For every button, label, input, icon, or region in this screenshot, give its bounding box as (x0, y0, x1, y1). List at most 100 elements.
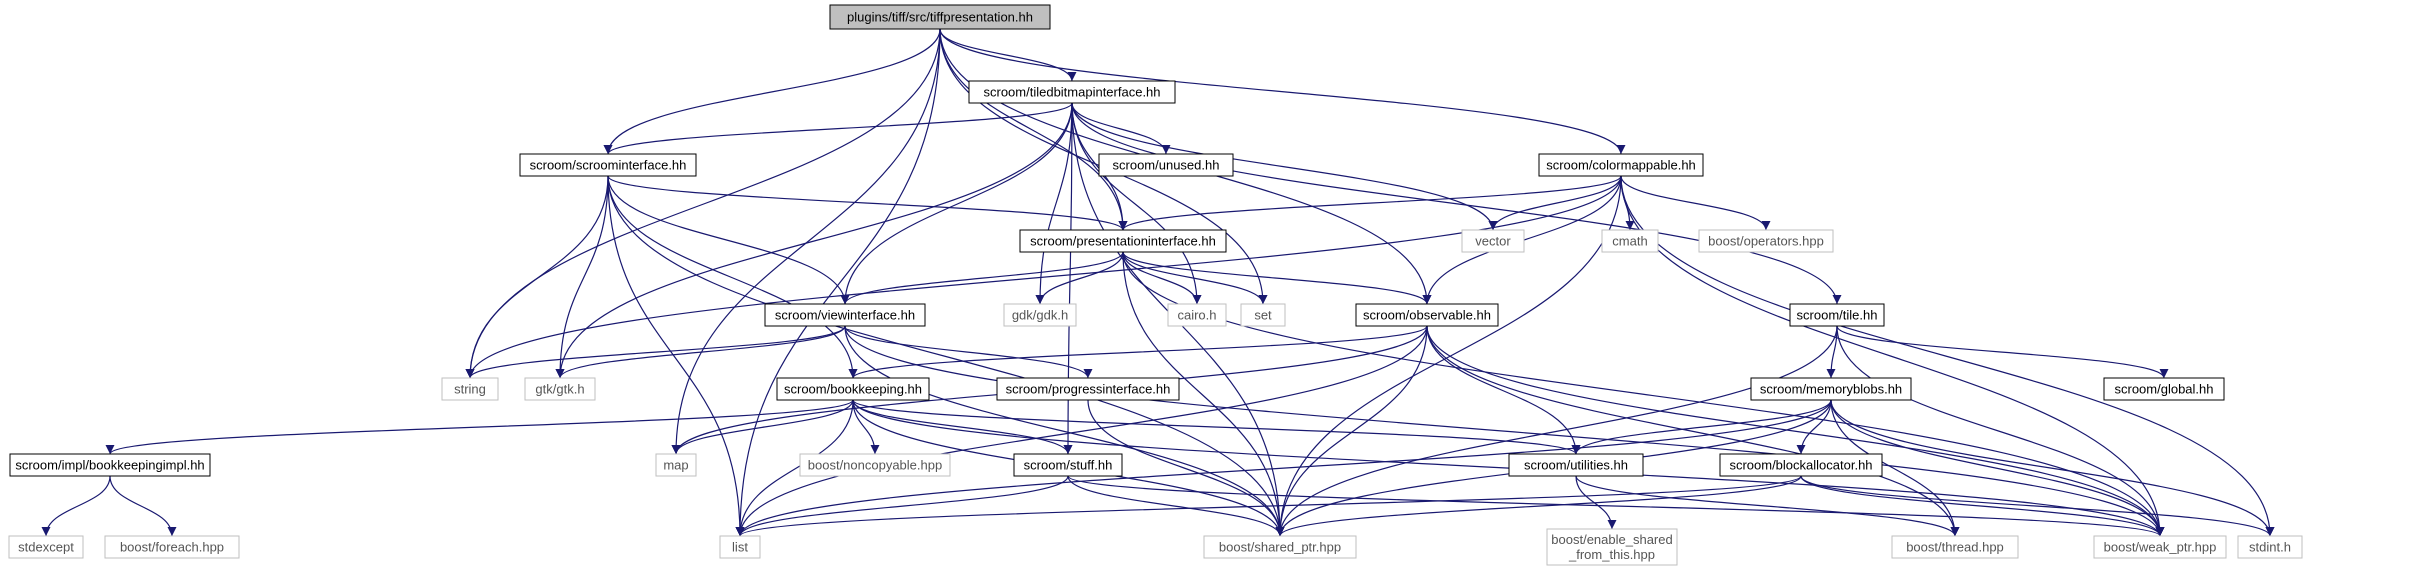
node-box-global (2103, 377, 2225, 401)
edge-scroominterface-to-string (465, 175, 609, 379)
node-progressinterface[interactable]: scroom/progressinterface.hh (996, 377, 1180, 401)
edge-stuff-to-weak_ptr (1067, 475, 2165, 537)
node-scroominterface[interactable]: scroom/scroominterface.hh (519, 153, 697, 177)
edge-colormappable-to-vector (1488, 175, 1622, 231)
node-observable[interactable]: scroom/observable.hh (1355, 303, 1499, 327)
edge-memoryblobs-to-blockallocator (1796, 399, 1832, 455)
node-string: string (441, 377, 499, 401)
node-label-bookkeeping: scroom/bookkeeping.hh (784, 382, 922, 397)
node-global[interactable]: scroom/global.hh (2103, 377, 2225, 401)
node-box-tiledbitmapinterface (968, 80, 1176, 104)
node-label-tile: scroom/tile.hh (1797, 308, 1878, 323)
node-box-gdk (1003, 303, 1077, 327)
node-box-stdint (2237, 535, 2303, 559)
node-box-noncopyable (799, 453, 951, 477)
node-label-observable: scroom/observable.hh (1363, 308, 1491, 323)
node-label-cmath: cmath (1612, 234, 1647, 249)
node-operators: boost/operators.hpp (1698, 229, 1834, 253)
node-bookkeeping[interactable]: scroom/bookkeeping.hh (776, 377, 930, 401)
node-memoryblobs[interactable]: scroom/memoryblobs.hh (1750, 377, 1912, 401)
node-tiffpresentation[interactable]: plugins/tiff/src/tiffpresentation.hh (829, 4, 1051, 30)
edge-colormappable-to-stdint (1620, 175, 2275, 537)
node-label-vector: vector (1475, 234, 1511, 249)
node-box-enable_shared (1546, 528, 1678, 566)
node-label-stuff: scroom/stuff.hh (1024, 458, 1113, 473)
node-viewinterface[interactable]: scroom/viewinterface.hh (764, 303, 926, 327)
node-box-scroominterface (519, 153, 697, 177)
node-utilities[interactable]: scroom/utilities.hh (1508, 453, 1644, 477)
node-tiledbitmapinterface[interactable]: scroom/tiledbitmapinterface.hh (968, 80, 1176, 104)
node-label-tiffpresentation: plugins/tiff/src/tiffpresentation.hh (847, 10, 1033, 25)
node-blockallocator[interactable]: scroom/blockallocator.hh (1719, 453, 1883, 477)
node-unused[interactable]: scroom/unused.hh (1098, 153, 1234, 177)
node-noncopyable: boost/noncopyable.hpp (799, 453, 951, 477)
node-label-utilities: scroom/utilities.hh (1524, 458, 1628, 473)
node-label-presentationinterface: scroom/presentationinterface.hh (1030, 234, 1216, 249)
edge-presentationinterface-to-shared_ptr (1122, 251, 1285, 537)
node-box-bookkeepingimpl (9, 453, 211, 477)
edge-bookkeeping-to-map (671, 399, 854, 455)
node-label-stdint: stdint.h (2249, 540, 2291, 555)
node-map: map (655, 453, 697, 477)
edge-tiffpresentation-to-map (671, 28, 941, 455)
node-box-gtk (524, 377, 596, 401)
node-label-gtk: gtk/gtk.h (535, 382, 584, 397)
edge-memoryblobs-to-utilities (1571, 399, 1832, 455)
node-box-thread (1891, 535, 2019, 559)
node-box-stdexcept (8, 535, 84, 559)
node-box-observable (1355, 303, 1499, 327)
edge-presentationinterface-to-gdk (1035, 251, 1124, 305)
edge-viewinterface-to-weak_ptr (844, 325, 2165, 537)
edge-viewinterface-to-gtk (555, 325, 846, 379)
node-bookkeepingimpl[interactable]: scroom/impl/bookkeepingimpl.hh (9, 453, 211, 477)
node-box-vector (1461, 229, 1525, 253)
edge-stuff-to-list (735, 475, 1069, 537)
node-label-map: map (663, 458, 688, 473)
edge-stuff-to-shared_ptr (1067, 475, 1285, 537)
edge-scroominterface-to-presentationinterface (607, 175, 1128, 231)
node-presentationinterface[interactable]: scroom/presentationinterface.hh (1019, 229, 1227, 253)
node-colormappable[interactable]: scroom/colormappable.hh (1538, 153, 1704, 177)
node-box-unused (1098, 153, 1234, 177)
edge-presentationinterface-to-viewinterface (840, 251, 1124, 305)
node-box-foreach (104, 535, 240, 559)
edge-blockallocator-to-list (735, 475, 1802, 537)
edge-tiledbitmapinterface-to-scroominterface (603, 102, 1073, 155)
node-label-stdexcept: stdexcept (18, 540, 74, 555)
edge-bookkeepingimpl-to-stdexcept (41, 475, 111, 537)
edge-tiffpresentation-to-scroominterface (603, 28, 941, 155)
node-box-set (1240, 303, 1286, 327)
edge-viewinterface-to-string (465, 325, 846, 379)
node-label-bookkeepingimpl: scroom/impl/bookkeepingimpl.hh (15, 458, 204, 473)
node-box-utilities (1508, 453, 1644, 477)
node-stuff[interactable]: scroom/stuff.hh (1013, 453, 1123, 477)
edge-bookkeeping-to-noncopyable (852, 399, 880, 455)
edge-tiledbitmapinterface-to-cairo (1071, 102, 1202, 305)
edge-bookkeeping-to-utilities (852, 399, 1581, 455)
edge-bookkeeping-to-stuff (852, 399, 1073, 455)
node-box-memoryblobs (1750, 377, 1912, 401)
node-box-tile (1789, 303, 1885, 327)
edge-tile-to-weak_ptr (1836, 325, 2165, 537)
edge-tile-to-global (1836, 325, 2169, 379)
node-box-operators (1698, 229, 1834, 253)
edge-tiffpresentation-to-presentationinterface (939, 28, 1128, 231)
node-box-tiffpresentation (829, 4, 1051, 30)
edge-observable-to-list (735, 325, 1428, 537)
node-box-stuff (1013, 453, 1123, 477)
node-label-thread: boost/thread.hpp (1906, 540, 2004, 555)
edge-scroominterface-to-bookkeeping (607, 175, 858, 379)
node-label-progressinterface: scroom/progressinterface.hh (1006, 382, 1171, 397)
node-label-list: list (732, 540, 748, 555)
edge-viewinterface-to-progressinterface (844, 325, 1093, 379)
edge-memoryblobs-to-stdint (1830, 399, 2275, 537)
node-vector: vector (1461, 229, 1525, 253)
node-label-tiledbitmapinterface: scroom/tiledbitmapinterface.hh (983, 85, 1160, 100)
node-label-foreach: boost/foreach.hpp (120, 540, 224, 555)
node-set: set (1240, 303, 1286, 327)
node-tile[interactable]: scroom/tile.hh (1789, 303, 1885, 327)
node-stdexcept: stdexcept (8, 535, 84, 559)
node-box-shared_ptr (1203, 535, 1357, 559)
node-box-progressinterface (996, 377, 1180, 401)
